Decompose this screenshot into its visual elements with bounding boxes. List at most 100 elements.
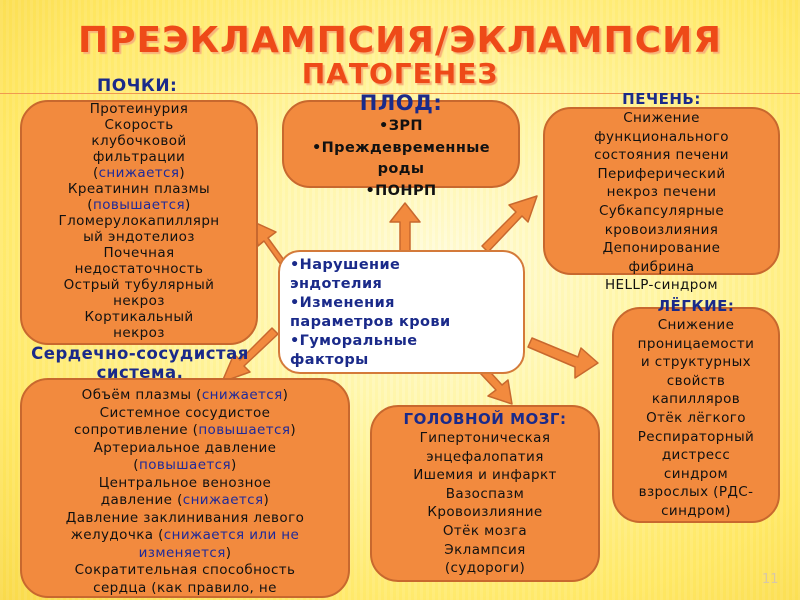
line-text: энцефалопатия [426,448,544,465]
cardio-line: Давление заклинивания левого [20,510,350,528]
lungs-box [612,307,780,523]
status-highlight: снижается [182,492,264,508]
status-highlight: изменяется [138,544,226,561]
page-number: 11 [762,572,779,587]
brain-line: (судороги) [370,559,600,578]
line-text: функционального [594,128,729,145]
kidneys-line: фильтрации [20,149,258,165]
line-text: Системное сосудистое [99,404,271,421]
brain-line: энцефалопатия [370,448,600,467]
line-text: ) [179,165,186,181]
fetus-box [282,100,520,188]
line-text: ) [231,457,237,473]
cardio-line: Артериальное давление [20,440,350,458]
liver-line: HELLP-синдром [543,276,780,295]
cardio-heading-line: система. [96,363,184,382]
line-text: Снижение [623,110,700,126]
brain-line: Гипертоническая [370,429,600,448]
line-text: ( [133,457,139,473]
line-text: ( [92,165,99,181]
cardio-line: сердца (как правило, не [20,580,350,598]
arrow-to-fetus [389,202,421,257]
kidneys-line: Скорость [20,117,258,133]
liver-line: фибрина [543,258,780,277]
kidneys-line: Протеинурия [20,101,258,117]
title-divider [0,93,800,94]
liver-box [543,107,780,275]
line-text: Почечная [103,245,175,261]
line-text: сердца (как правило, не [93,579,277,596]
lungs-heading: ЛЁГКИЕ: [657,297,735,315]
lungs-line: Снижение [612,316,780,335]
line-text: Отёк лёгкого [646,409,746,426]
line-text: некроз [113,293,165,309]
line-text: сопротивление ( [73,422,199,438]
liver-line: состояния печени [543,146,780,165]
cardio-line: изменяется) [20,545,350,563]
line-text: HELLP-синдром [604,277,718,294]
cardio-box [20,378,350,598]
line-text: состояния печени [594,147,729,164]
line-text: Гипертоническая [419,430,551,446]
kidneys-heading: ПОЧКИ: [97,76,178,96]
liver-line: функционального [543,128,780,147]
center-line: •Гуморальные [290,333,418,349]
line-text: Креатинин плазмы [67,181,211,197]
kidneys-line: Почечная [20,245,258,261]
line-text: Снижение [657,317,735,333]
kidneys-line: ый эндотелиоз [20,229,258,245]
liver-line: Субкапсулярные [543,202,780,221]
line-text: взрослых (РДС- [638,484,754,501]
brain-line: Эклампсия [370,541,600,560]
line-text: фильтрации [92,149,186,165]
lungs-line: капилляров [612,390,780,409]
line-text: ) [263,492,270,508]
center-line: •Изменения [290,295,395,311]
line-text: Кортикальный [84,309,194,325]
line-text: Скорость [104,117,174,133]
brain-line: Ишемия и инфаркт [370,466,600,485]
line-text: некроз печени [606,184,717,201]
brain-box [370,405,600,582]
kidneys-line: Гломерулокапиллярн [20,213,258,229]
cardio-line: Объём плазмы (снижается) [20,387,350,405]
line-text: Кровоизлияние [427,504,543,521]
kidneys-line: Кортикальный [20,309,258,325]
kidneys-line: (снижается) [20,165,258,181]
line-text: недостаточность [74,261,204,277]
brain-line: Отёк мозга [370,522,600,541]
line-text: ) [282,387,289,403]
kidneys-line: клубочковой [20,133,258,149]
line-text: Эклампсия [444,541,526,558]
line-text: Депонирование [602,240,721,257]
line-text: Протеинурия [89,101,189,117]
kidneys-line: недостаточность [20,261,258,277]
line-text: ый эндотелиоз [83,229,195,245]
center-text: •Нарушение эндотелия •Изменения параметр… [290,256,451,370]
line-text: Давление заклинивания левого [65,509,305,526]
line-text: Ишемия и инфаркт [413,467,557,484]
cardio-line: (повышается) [20,457,350,475]
cardio-line: Центральное венозное [20,475,350,493]
line-text: Острый тубулярный [63,277,215,293]
line-text: роды [377,161,425,177]
line-text: давление ( [100,492,183,508]
center-line: эндотелия [290,276,383,292]
kidneys-line: (повышается) [20,197,258,213]
line-text: Респираторный [637,428,755,445]
lungs-line: дистресс [612,446,780,465]
liver-line: некроз печени [543,183,780,202]
arrow-to-cardio [221,327,279,383]
line-text: Субкапсулярные [598,202,725,219]
kidneys-line: некроз [20,325,258,341]
liver-heading: ПЕЧЕНЬ: [622,90,701,108]
line-text: •ЗРП [379,118,423,134]
line-text: ) [225,544,232,561]
status-highlight: повышается [198,422,291,438]
line-text: Гломерулокапиллярн [58,213,220,229]
center-line: •Нарушение [290,257,401,273]
center-line: факторы [290,352,369,368]
line-text: фибрина [628,258,695,275]
